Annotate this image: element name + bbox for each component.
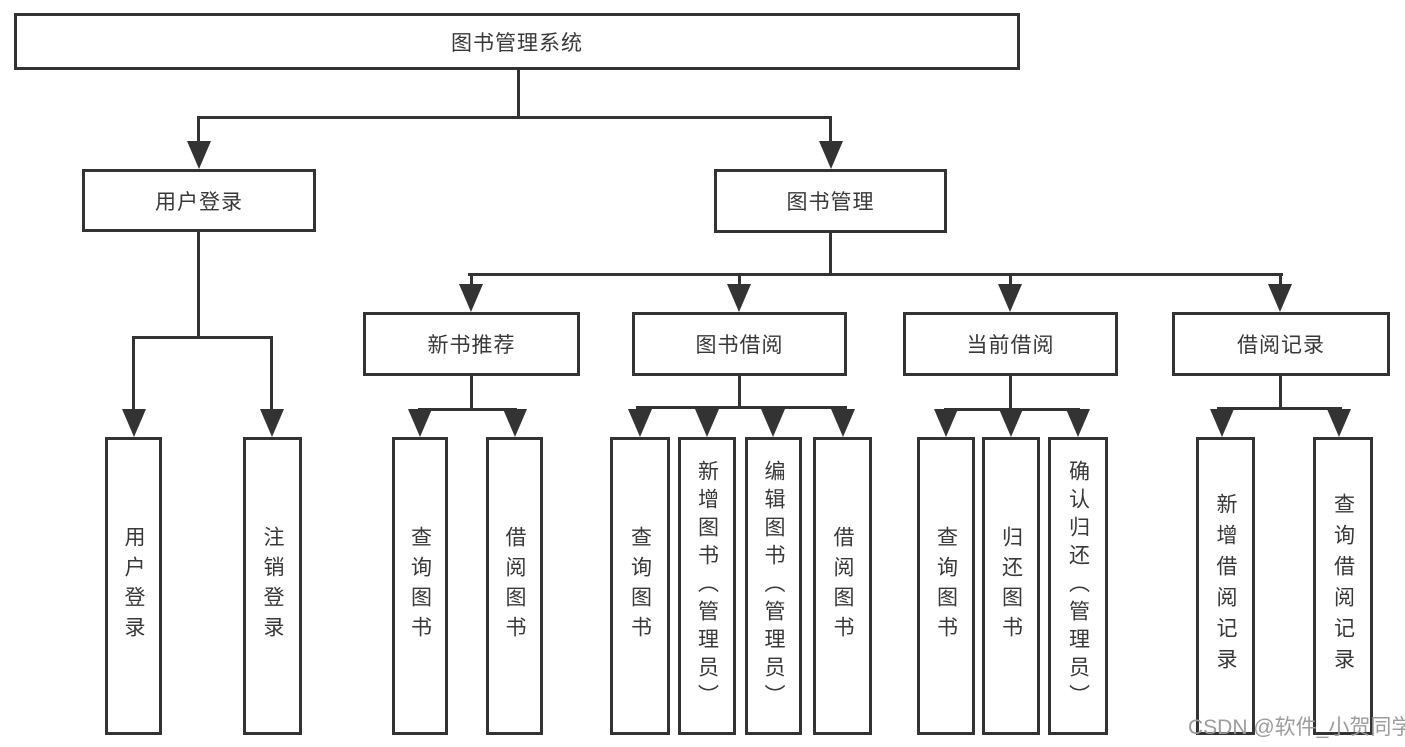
leaf-borrow-books-borrowing: 借阅图书 <box>813 437 872 735</box>
leaf-label: 归还图书 <box>999 526 1023 646</box>
node-label: 新书推荐 <box>427 334 516 357</box>
leaf-return-books: 归还图书 <box>982 437 1040 735</box>
connector-drop-book-management <box>829 116 832 146</box>
arrowhead-icon <box>1066 409 1090 437</box>
leaf-logout: 注销登录 <box>243 437 302 735</box>
leaf-user-login: 用户登录 <box>105 437 162 735</box>
connector-drop-user-login <box>197 116 200 146</box>
connector-drop-book-borrow <box>738 273 741 287</box>
leaf-query-borrow-record: 查询借阅记录 <box>1313 437 1373 735</box>
connector-bookborrow-stem <box>738 376 741 406</box>
node-label: 图书借阅 <box>695 334 784 357</box>
node-book-management: 图书管理 <box>714 169 947 233</box>
connector-book-mgmt-hline <box>468 273 1283 276</box>
leaf-label: 新增借阅记录 <box>1214 493 1237 679</box>
connector-drop-new-book <box>470 273 473 287</box>
node-borrowing-records: 借阅记录 <box>1172 312 1390 376</box>
connector-bookborrow-hline <box>636 406 847 409</box>
connector-drop-borrow-records <box>1279 273 1282 287</box>
arrowhead-icon <box>999 409 1023 437</box>
arrowhead-icon <box>628 409 652 437</box>
arrowhead-icon <box>1327 409 1351 437</box>
leaf-query-books-borrowing: 查询图书 <box>610 437 670 735</box>
arrowhead-icon <box>1210 409 1234 437</box>
node-library-management-system: 图书管理系统 <box>14 13 1020 70</box>
leaf-edit-books-admin: 编辑图书（管理员） <box>745 437 802 735</box>
leaf-label: 查询图书 <box>934 526 958 646</box>
connector-records-hline <box>1217 407 1342 410</box>
leaf-label: 用户登录 <box>122 526 145 646</box>
node-label: 当前借阅 <box>966 334 1055 357</box>
leaf-label: 查询图书 <box>408 526 432 646</box>
arrowhead-icon <box>260 409 284 437</box>
connector-user-login-stem <box>197 232 200 336</box>
arrowhead-icon <box>503 409 527 437</box>
arrowhead-icon <box>459 284 483 312</box>
arrowhead-icon <box>831 409 855 437</box>
arrowhead-icon <box>695 409 719 437</box>
node-user-login: 用户登录 <box>82 169 316 232</box>
connector-book-mgmt-stem <box>829 233 832 273</box>
leaf-label: 注销登录 <box>261 526 284 646</box>
connector-records-stem <box>1279 376 1282 407</box>
leaf-add-borrow-record: 新增借阅记录 <box>1196 437 1255 735</box>
node-label: 借阅记录 <box>1237 334 1325 357</box>
leaf-borrow-books-recommend: 借阅图书 <box>486 437 543 735</box>
node-new-book-recommend: 新书推荐 <box>363 312 580 376</box>
connector-currentborrow-stem <box>1009 376 1012 408</box>
leaf-label: 编辑图书（管理员） <box>762 460 785 712</box>
connector-root-hline <box>198 116 832 119</box>
leaf-query-books-current: 查询图书 <box>917 437 975 735</box>
node-current-borrowing: 当前借阅 <box>903 312 1118 376</box>
leaf-confirm-return-admin: 确认归还（管理员） <box>1048 437 1108 735</box>
leaf-label: 借阅图书 <box>831 526 854 646</box>
leaf-label: 借阅图书 <box>503 526 526 646</box>
connector-user-login-hline <box>133 336 273 339</box>
csdn-watermark: CSDN @软件_小贺同学 <box>1188 716 1405 739</box>
arrowhead-icon <box>187 141 211 169</box>
leaf-add-books-admin: 新增图书（管理员） <box>678 437 736 735</box>
connector-drop-leaf-login <box>132 336 135 410</box>
connector-root-stem <box>517 70 520 118</box>
leaf-label: 查询借阅记录 <box>1331 493 1355 679</box>
connector-newbook-hline <box>418 408 517 411</box>
leaf-label: 新增图书（管理员） <box>695 460 719 712</box>
arrowhead-icon <box>761 409 785 437</box>
node-label: 图书管理 <box>786 191 875 214</box>
arrowhead-icon <box>934 409 958 437</box>
arrowhead-icon <box>122 409 146 437</box>
connector-newbook-stem <box>470 376 473 408</box>
node-book-borrowing: 图书借阅 <box>632 312 847 376</box>
arrowhead-icon <box>998 284 1022 312</box>
arrowhead-icon <box>727 284 751 312</box>
leaf-query-books-recommend: 查询图书 <box>392 437 448 735</box>
connector-drop-current-borrow <box>1009 273 1012 287</box>
connector-drop-leaf-logout <box>270 336 273 410</box>
node-label: 用户登录 <box>155 190 243 214</box>
arrowhead-icon <box>1268 284 1292 312</box>
node-label: 图书管理系统 <box>451 31 583 55</box>
leaf-label: 确认归还（管理员） <box>1066 460 1090 712</box>
arrowhead-icon <box>408 409 432 437</box>
arrowhead-icon <box>819 141 843 169</box>
leaf-label: 查询图书 <box>628 526 652 646</box>
